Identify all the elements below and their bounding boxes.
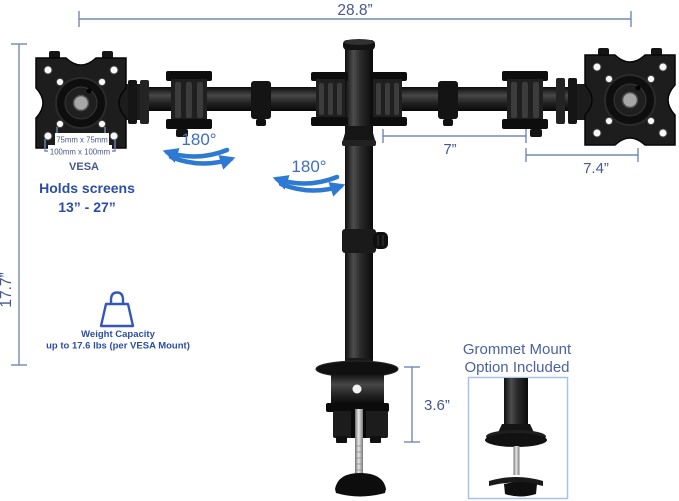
weight-capacity-line1: Weight Capacity bbox=[81, 329, 155, 340]
center-joint bbox=[311, 72, 407, 126]
left-plate-bracket bbox=[118, 80, 149, 124]
vesa-75mm-label: 75mm x 75mm bbox=[56, 136, 108, 145]
grommet-caption-line2: Option Included bbox=[464, 359, 569, 376]
rotation-arm-label: 180° bbox=[181, 130, 216, 149]
grommet-caption: Grommet Mount Option Included bbox=[463, 341, 572, 376]
desk-clamp bbox=[315, 360, 399, 497]
weight-capacity-line2: up to 17.6 lbs (per VESA Mount) bbox=[46, 341, 190, 352]
center-pole bbox=[343, 39, 375, 370]
right-arm-clip bbox=[438, 81, 458, 126]
screen-size-line2: 13” - 27” bbox=[58, 199, 116, 215]
dim-clamp-height-label: 3.6” bbox=[424, 397, 450, 414]
dim-arm-outer: 7.4” bbox=[525, 148, 639, 177]
vesa-100mm-label: 100mm x 100mm bbox=[50, 148, 110, 157]
rotation-arm: 180° bbox=[162, 130, 236, 170]
left-arm-clip bbox=[251, 81, 271, 126]
rotation-pole: 180° bbox=[272, 157, 346, 197]
rotation-arrow-left-icon bbox=[272, 174, 340, 190]
clamp-foot bbox=[335, 473, 386, 497]
dim-arm-inner: 7” bbox=[382, 129, 527, 158]
weight-capacity-note: Weight Capacity up to 17.6 lbs (per VESA… bbox=[46, 291, 190, 352]
dim-total-width-label: 28.8” bbox=[337, 2, 372, 19]
weight-icon bbox=[99, 291, 135, 328]
vesa-label: VESA bbox=[69, 161, 99, 173]
rotation-arrow-right-icon bbox=[278, 181, 346, 197]
dim-total-width: 28.8” bbox=[78, 2, 632, 27]
monitor-mount-product bbox=[35, 39, 676, 497]
right-vesa-plate bbox=[584, 47, 676, 146]
clamp-screw bbox=[355, 409, 363, 479]
grommet-mount-inset bbox=[467, 376, 569, 500]
tension-knob bbox=[373, 232, 388, 249]
vesa-pattern-dims: 75mm x 75mm 100mm x 100mm VESA bbox=[44, 127, 116, 173]
dim-arm-outer-label: 7.4” bbox=[583, 160, 609, 177]
annotations: 28.8” 17.7” 7” 7.4” 3.6” bbox=[0, 2, 639, 443]
left-arm-bar bbox=[134, 87, 346, 111]
right-arm-joint bbox=[502, 71, 548, 137]
dim-arm-inner-label: 7” bbox=[443, 141, 456, 158]
rotation-pole-label: 180° bbox=[291, 157, 326, 176]
left-arm-joint bbox=[166, 71, 212, 137]
rotation-arrow-left-icon bbox=[162, 147, 230, 163]
dim-total-height: 17.7” bbox=[0, 43, 27, 366]
dim-clamp-height: 3.6” bbox=[404, 366, 450, 443]
grommet-caption-line1: Grommet Mount bbox=[463, 341, 572, 358]
right-arm-bar bbox=[372, 87, 578, 111]
dim-total-height-label: 17.7” bbox=[0, 272, 15, 307]
rotation-arrow-right-icon bbox=[168, 154, 236, 170]
screen-size-line1: Holds screens bbox=[39, 180, 135, 196]
screen-size-note: Holds screens 13” - 27” bbox=[39, 180, 135, 215]
